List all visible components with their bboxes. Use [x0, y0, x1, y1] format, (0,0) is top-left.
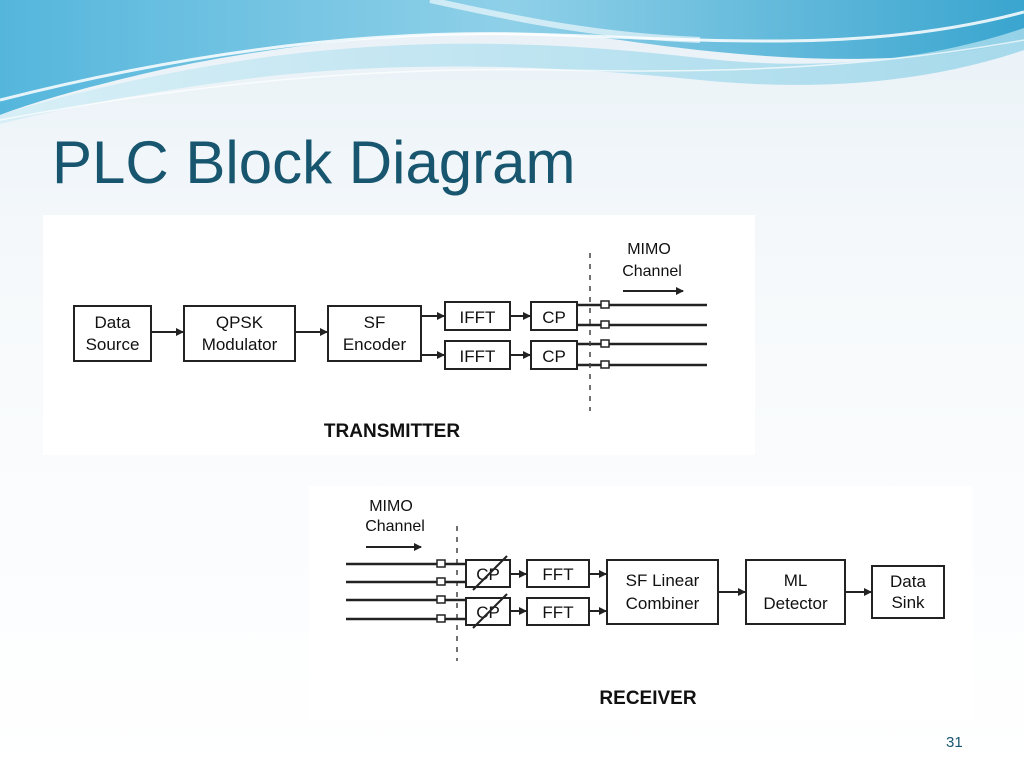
ifft-block-1: IFFT — [444, 301, 511, 331]
cp-remove-block-2: CP — [465, 593, 511, 629]
data-source-label-2: Source — [86, 335, 140, 354]
cp-1-label: CP — [542, 308, 566, 327]
transmitter-caption: TRANSMITTER — [324, 421, 460, 442]
detector-label-1: ML — [784, 571, 808, 590]
header-wave-decoration — [0, 0, 1024, 124]
transmitter-diagram: Data Source QPSK Modulator SF Encoder IF… — [43, 215, 755, 455]
data-sink-label-2: Sink — [891, 593, 925, 612]
qpsk-modulator-label-1: QPSK — [216, 313, 264, 332]
ml-detector-block: ML Detector — [745, 559, 846, 625]
cp-block-2: CP — [530, 340, 578, 370]
rx-antenna-lines — [346, 559, 465, 623]
cp-remove-block-1: CP — [465, 555, 511, 591]
detector-label-2: Detector — [763, 594, 828, 613]
tx-channel-label-1: MIMO — [627, 241, 671, 258]
sf-encoder-label-2: Encoder — [343, 335, 407, 354]
ifft-2-label: IFFT — [460, 347, 496, 366]
cp-block-1: CP — [530, 301, 578, 331]
tx-antenna-lines — [577, 300, 707, 369]
page-number: 31 — [946, 734, 963, 751]
sf-encoder-label-1: SF — [364, 313, 386, 332]
qpsk-modulator-label-2: Modulator — [202, 335, 278, 354]
qpsk-modulator-block: QPSK Modulator — [183, 305, 296, 362]
ifft-block-2: IFFT — [444, 340, 511, 370]
receiver-diagram: MIMO Channel CP CP — [309, 486, 973, 720]
receiver-caption: RECEIVER — [599, 688, 696, 709]
fft-block-2: FFT — [526, 597, 590, 626]
data-sink-block: Data Sink — [871, 565, 945, 619]
data-source-label-1: Data — [95, 313, 131, 332]
rx-channel-label-1: MIMO — [369, 498, 413, 515]
combiner-label-1: SF Linear — [626, 571, 700, 590]
fft-1-label: FFT — [542, 565, 573, 584]
tx-channel-label-2: Channel — [622, 263, 682, 280]
slide-title: PLC Block Diagram — [52, 129, 576, 196]
fft-2-label: FFT — [542, 603, 573, 622]
data-sink-label-1: Data — [890, 572, 926, 591]
sf-linear-combiner-block: SF Linear Combiner — [606, 559, 719, 625]
sf-encoder-block: SF Encoder — [327, 305, 422, 362]
data-source-block: Data Source — [73, 305, 152, 362]
combiner-label-2: Combiner — [626, 594, 700, 613]
fft-block-1: FFT — [526, 559, 590, 588]
cp-2-label: CP — [542, 347, 566, 366]
ifft-1-label: IFFT — [460, 308, 496, 327]
rx-channel-label-2: Channel — [365, 518, 425, 535]
